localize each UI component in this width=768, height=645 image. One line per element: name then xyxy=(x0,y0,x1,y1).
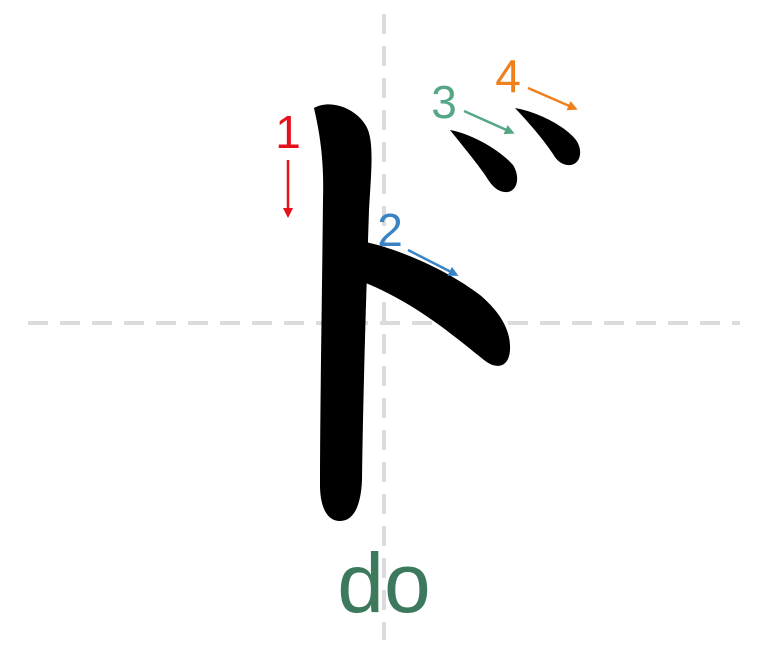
stroke-arrow-2 xyxy=(407,248,459,276)
stroke-label-3: 3 xyxy=(431,76,515,135)
glyph-stroke-2 xyxy=(356,240,511,366)
stroke-arrow-3 xyxy=(463,109,515,135)
glyph-stroke-3 xyxy=(450,130,518,193)
stroke-label-4: 4 xyxy=(495,50,578,111)
stroke-number-3: 3 xyxy=(431,76,457,128)
glyph-stroke-1 xyxy=(314,104,372,522)
stroke-label-1: 1 xyxy=(275,106,301,218)
glyph-stroke-4 xyxy=(515,108,581,166)
romaji-label: do xyxy=(337,536,430,630)
stroke-number-4: 4 xyxy=(495,50,521,102)
stroke-arrow-4 xyxy=(527,86,578,111)
stroke-label-2: 2 xyxy=(377,204,459,276)
stroke-number-2: 2 xyxy=(377,204,403,256)
stroke-number-1: 1 xyxy=(275,106,301,158)
